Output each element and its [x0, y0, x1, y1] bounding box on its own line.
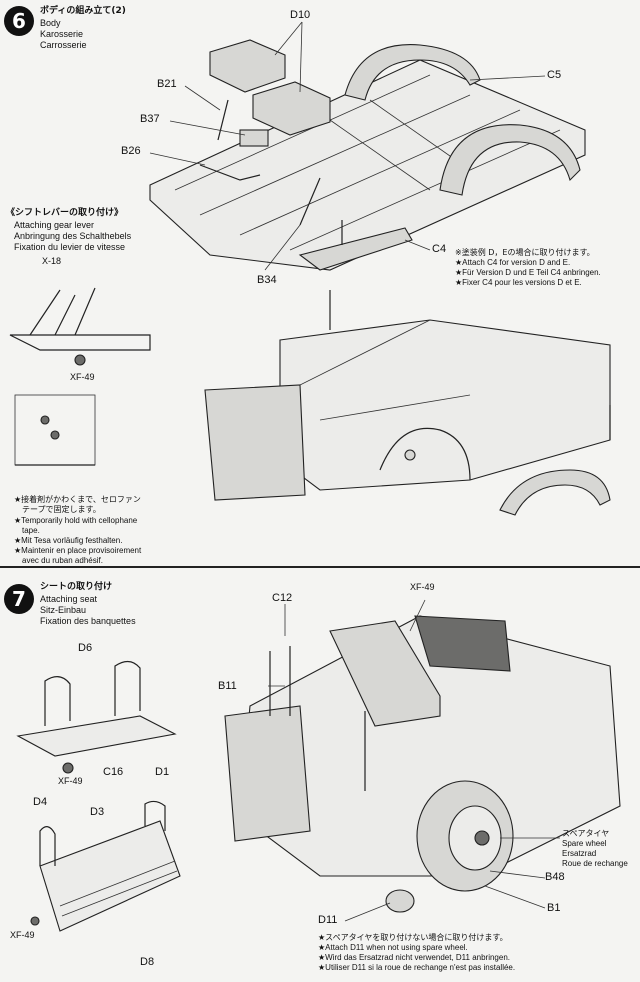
b34-part	[299, 177, 321, 226]
d11-note-fr: ★Utiliser D11 si la roue de rechange n'e…	[318, 963, 516, 972]
label-c12: C12	[272, 592, 293, 604]
label-x18: X-18	[42, 256, 62, 266]
step-6-title-en: Body	[40, 18, 61, 28]
tape-note-en-1: ★Temporarily hold with cellophane	[14, 516, 138, 525]
spare-wheel	[416, 780, 514, 892]
label-d1: D1	[155, 766, 170, 778]
label-d10: D10	[290, 9, 311, 21]
spare-label-fr: Roue de rechange	[562, 859, 628, 868]
b26-part	[199, 164, 261, 181]
label-xf49-step6: XF-49	[70, 372, 95, 382]
label-b1: B1	[547, 902, 561, 914]
step-7-title-fr: Fixation des banquettes	[40, 616, 136, 626]
gear-title-jp: 《シフトレバーの取り付け》	[6, 208, 124, 218]
label-c4: C4	[432, 243, 447, 255]
gear-title-fr: Fixation du levier de vitesse	[14, 242, 126, 252]
c4-part	[298, 227, 413, 271]
d11-note-de: ★Wird das Ersatzrad nicht verwendet, D11…	[318, 953, 511, 962]
tape-note-en-2: tape.	[22, 526, 40, 535]
step-7-title-de: Sitz-Einbau	[40, 605, 87, 615]
label-xf49-step7-seat: XF-49	[58, 776, 83, 786]
label-b21: B21	[157, 78, 177, 90]
step-6-title-fr: Carrosserie	[40, 40, 87, 50]
rear-fender-left	[344, 44, 481, 101]
tape-note-de: ★Mit Tesa vorläufig festhalten.	[14, 536, 123, 545]
step-7-diagram	[16, 599, 621, 932]
step-6-number: 6	[4, 6, 34, 36]
b37-part	[239, 129, 269, 147]
step-6-panel: 6 ボディの組み立て(2) Body Karosserie Carrosseri…	[0, 6, 640, 568]
d11-part	[385, 889, 415, 913]
gear-title-de: Anbringung des Schalthebels	[14, 231, 132, 241]
spare-label-de: Ersatzrad	[562, 849, 597, 858]
pedal-box-detail	[14, 394, 96, 466]
gear-lever-detail	[9, 287, 151, 366]
label-b11: B11	[218, 680, 237, 692]
gear-title-en: Attaching gear lever	[14, 220, 95, 230]
d11-note-jp: ★スペアタイヤを取り付けない場合に取り付けます。	[318, 933, 508, 942]
body-tub	[204, 319, 611, 516]
rear-seat-assembly	[30, 800, 181, 932]
d10-boxes	[209, 39, 331, 136]
c4-note-jp: ※塗装例 D，Eの場合に取り付けます。	[455, 248, 595, 257]
label-b37: B37	[140, 113, 160, 125]
label-d3: D3	[90, 806, 105, 818]
label-c16: C16	[103, 766, 124, 778]
step-7-title-en: Attaching seat	[40, 594, 98, 604]
label-b48: B48	[545, 871, 565, 883]
label-d11: D11	[318, 914, 338, 926]
step-7-title-jp: シートの取り付け	[40, 582, 113, 592]
c4-note-fr: ★Fixer C4 pour les versions D et E.	[455, 278, 582, 287]
c4-note-de: ★Für Version D und E Teil C4 anbringen.	[455, 268, 601, 277]
tape-note-jp-2: テープで固定します。	[22, 505, 101, 514]
label-d4: D4	[33, 796, 48, 808]
step-7-panel: 7 シートの取り付け Attaching seat Sitz-Einbau Fi…	[0, 576, 640, 982]
front-seat-assembly	[16, 660, 177, 774]
step-6-diagram	[9, 21, 611, 516]
b21-part	[217, 99, 229, 141]
d11-note-en: ★Attach D11 when not using spare wheel.	[318, 943, 468, 952]
label-d6: D6	[78, 642, 93, 654]
label-c5: C5	[547, 69, 562, 81]
step-6-title-jp: ボディの組み立て(2)	[40, 6, 126, 16]
label-xf49-step7-top: XF-49	[410, 582, 435, 592]
tape-note-fr-2: avec du ruban adhésif.	[22, 556, 103, 565]
rear-fender-right	[439, 124, 581, 196]
label-d8: D8	[140, 956, 155, 968]
spare-label-jp: スペアタイヤ	[562, 829, 610, 838]
step-7-number: 7	[4, 584, 34, 614]
tape-note-fr-1: ★Maintenir en place provisoirement	[14, 546, 142, 555]
tape-note-jp-1: ★接着剤がかわくまで、セロファン	[14, 495, 141, 504]
step-6-title-de: Karosserie	[40, 29, 84, 39]
label-b26: B26	[121, 145, 141, 157]
spare-label-en: Spare wheel	[562, 839, 607, 848]
label-b34: B34	[257, 274, 277, 286]
c4-note-en: ★Attach C4 for version D and E.	[455, 258, 571, 267]
label-xf49-step7-rear: XF-49	[10, 930, 35, 940]
jeep-body	[224, 615, 621, 877]
